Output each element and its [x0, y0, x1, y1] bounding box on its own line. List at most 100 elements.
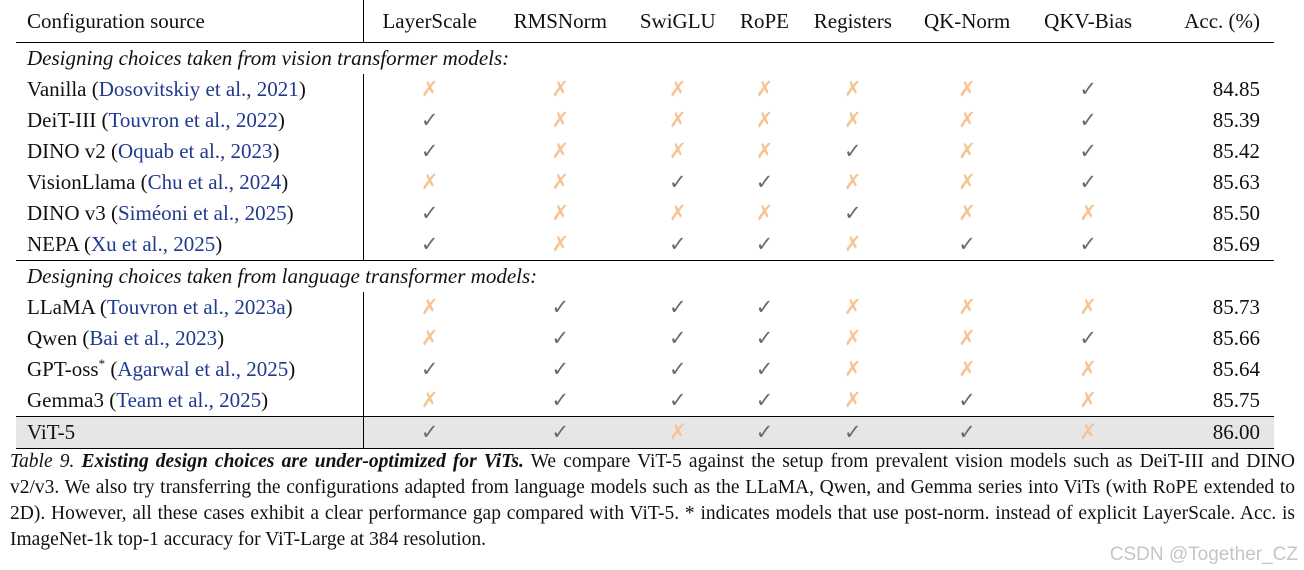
cross-mark-icon: ✗: [755, 77, 774, 101]
citation-link[interactable]: Siméoni et al., 2025: [118, 201, 287, 225]
config-source-cell: LLaMA (Touvron et al., 2023a): [16, 292, 364, 323]
cross-mark-icon: ✗: [755, 108, 774, 132]
mark-cell: ✗: [730, 198, 798, 229]
cross-mark-icon: ✗: [844, 108, 862, 132]
config-source-cell: Vanilla (Dosovitskiy et al., 2021): [16, 74, 364, 105]
citation-link[interactable]: Dosovitskiy et al., 2021: [98, 77, 299, 101]
citation-link[interactable]: Oquab et al., 2023: [118, 139, 273, 163]
mark-cell: ✗: [1027, 292, 1149, 323]
model-name: DINO v2: [27, 139, 106, 163]
citation-link[interactable]: Agarwal et al., 2025: [117, 357, 289, 381]
watermark: CSDN @Together_CZ: [1109, 544, 1298, 565]
model-name: Gemma3: [27, 388, 104, 412]
cross-mark-icon: ✗: [1079, 388, 1097, 412]
mark-cell: ✓: [495, 292, 625, 323]
mark-cell: ✗: [907, 74, 1027, 105]
citation-link[interactable]: Bai et al., 2023: [89, 326, 218, 350]
citation-link[interactable]: Xu et al., 2025: [91, 232, 216, 256]
check-mark-icon: ✓: [755, 357, 774, 381]
cross-mark-icon: ✗: [844, 170, 862, 194]
mark-cell: ✓: [798, 416, 908, 449]
section-title: Designing choices taken from vision tran…: [27, 46, 510, 70]
mark-cell: ✗: [907, 105, 1027, 136]
cross-mark-icon: ✗: [844, 295, 862, 319]
mark-cell: ✓: [799, 136, 908, 167]
check-mark-icon: ✓: [755, 232, 774, 256]
config-source-cell: Gemma3 (Team et al., 2025): [16, 385, 364, 417]
check-mark-icon: ✓: [420, 108, 439, 132]
header-cell: Registers: [798, 0, 908, 43]
mark-cell: ✓: [364, 105, 496, 136]
mark-cell: ✗: [799, 105, 908, 136]
accuracy-cell: 85.66: [1212, 326, 1260, 350]
model-name: DeiT-III: [27, 108, 97, 132]
check-mark-icon: ✓: [551, 388, 570, 412]
cross-mark-icon: ✗: [551, 201, 570, 225]
mark-cell: ✗: [799, 323, 908, 354]
accuracy-cell: 85.63: [1212, 170, 1260, 194]
citation-link[interactable]: Team et al., 2025: [116, 388, 262, 412]
check-mark-icon: ✓: [551, 326, 570, 350]
cross-mark-icon: ✗: [844, 232, 862, 256]
mark-cell: ✓: [1027, 167, 1149, 198]
cross-mark-icon: ✗: [755, 201, 774, 225]
table-row: Gemma3 (Team et al., 2025)✗✓✓✓✗✓✗85.75: [16, 385, 1274, 417]
mark-cell: ✓: [1027, 74, 1149, 105]
cross-mark-icon: ✗: [420, 295, 439, 319]
mark-cell: ✗: [907, 198, 1027, 229]
citation-link[interactable]: Chu et al., 2024: [147, 170, 282, 194]
mark-cell: ✗: [730, 136, 798, 167]
cross-mark-icon: ✗: [958, 77, 976, 101]
mark-cell: ✗: [730, 105, 798, 136]
section-header-row: Designing choices taken from vision tran…: [16, 43, 1274, 75]
citation-link[interactable]: Touvron et al., 2023a: [106, 295, 286, 319]
cross-mark-icon: ✗: [668, 108, 687, 132]
mark-cell: ✓: [730, 292, 798, 323]
cross-mark-icon: ✗: [420, 388, 439, 412]
table-row: DINO v2 (Oquab et al., 2023)✓✗✗✗✓✗✓85.42: [16, 136, 1274, 167]
citation-link[interactable]: Touvron et al., 2022: [108, 108, 278, 132]
model-name: LLaMA: [27, 295, 95, 319]
cross-mark-icon: ✗: [420, 170, 439, 194]
mark-cell: ✓: [625, 385, 730, 417]
mark-cell: ✓: [730, 323, 798, 354]
mark-cell: ✓: [730, 229, 798, 261]
section-header-row: Designing choices taken from language tr…: [16, 260, 1274, 292]
mark-cell: ✗: [625, 136, 730, 167]
cross-mark-icon: ✗: [1079, 357, 1097, 381]
mark-cell: ✓: [907, 416, 1028, 449]
mark-cell: ✓: [907, 229, 1027, 261]
accuracy-cell: 85.39: [1212, 108, 1260, 132]
check-mark-icon: ✓: [668, 295, 687, 319]
mark-cell: ✓: [364, 136, 496, 167]
mark-cell: ✓: [364, 229, 496, 261]
config-source-cell: NEPA (Xu et al., 2025): [16, 229, 364, 261]
cross-mark-icon: ✗: [958, 357, 976, 381]
highlighted-row-vit5: ViT-5✓✓✗✓✓✓✗86.00: [16, 416, 1274, 449]
table-row: DINO v3 (Siméoni et al., 2025)✓✗✗✗✓✗✗85.…: [16, 198, 1274, 229]
cross-mark-icon: ✗: [958, 201, 976, 225]
check-mark-icon: ✓: [755, 388, 774, 412]
mark-cell: ✗: [625, 74, 730, 105]
model-name: ViT-5: [16, 416, 364, 449]
table-caption: Table 9. Existing design choices are und…: [10, 449, 1295, 553]
check-mark-icon: ✓: [958, 420, 976, 444]
table-row: VisionLlama (Chu et al., 2024)✗✗✓✓✗✗✓85.…: [16, 167, 1274, 198]
mark-cell: ✓: [625, 354, 730, 385]
mark-cell: ✓: [907, 385, 1027, 417]
caption-title: Existing design choices are under-optimi…: [81, 451, 524, 472]
check-mark-icon: ✓: [1079, 139, 1097, 163]
model-name: VisionLlama: [27, 170, 136, 194]
check-mark-icon: ✓: [1079, 232, 1097, 256]
mark-cell: ✗: [1027, 198, 1149, 229]
mark-cell: ✓: [730, 385, 798, 417]
accuracy-cell: 85.69: [1212, 232, 1260, 256]
config-source-cell: GPT-oss* (Agarwal et al., 2025): [16, 354, 364, 385]
header-cell: QK-Norm: [907, 0, 1028, 43]
footnote-marker: *: [98, 356, 106, 371]
accuracy-cell: 85.75: [1212, 388, 1260, 412]
caption-body: We compare ViT-5 against the setup from …: [10, 451, 1295, 550]
accuracy-cell-best: 86.00: [1149, 416, 1274, 449]
check-mark-icon: ✓: [668, 170, 687, 194]
